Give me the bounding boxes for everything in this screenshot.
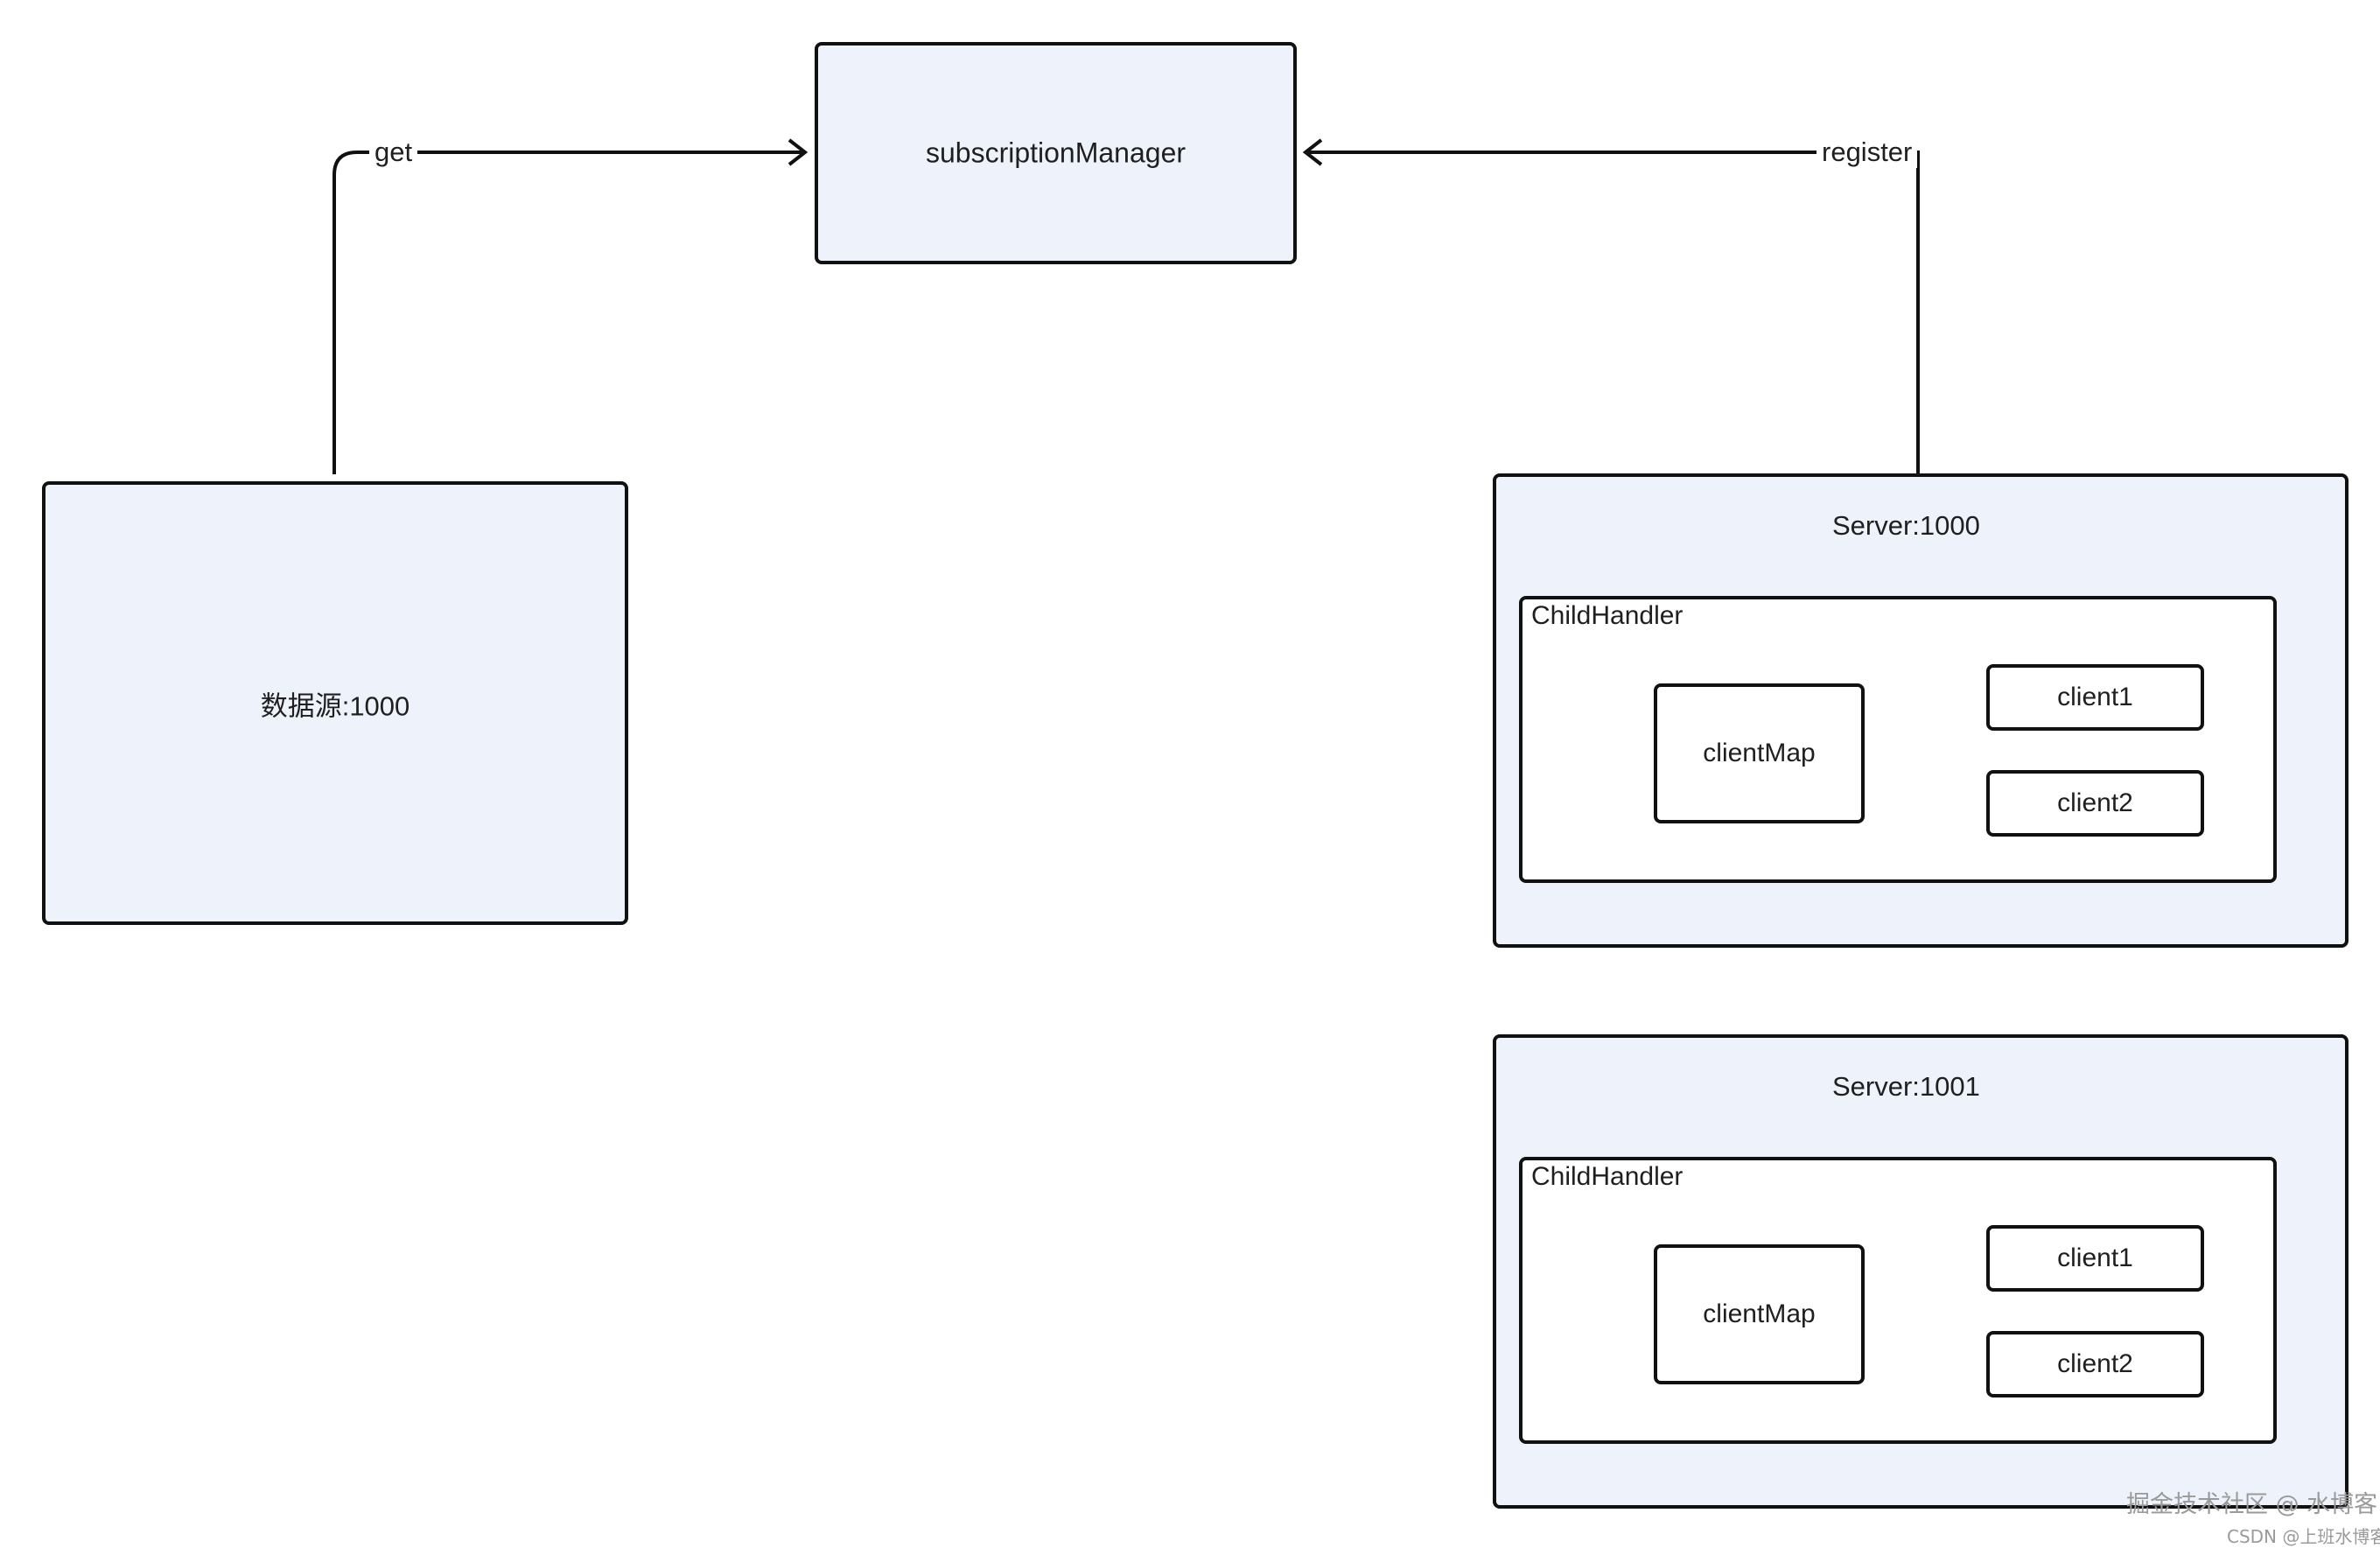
child-handler-label-b: ChildHandler <box>1531 1162 1684 1191</box>
client-map-label-b: clientMap <box>1703 1299 1816 1328</box>
register-edge-label: register <box>1816 137 1918 168</box>
datasource-node[interactable]: 数据源:1000 <box>42 481 628 925</box>
client1-node-a[interactable]: client1 <box>1986 664 2204 731</box>
get-edge-label: get <box>369 137 418 168</box>
client-map-label-a: clientMap <box>1703 739 1816 767</box>
client1-label-a: client1 <box>2057 683 2133 711</box>
client2-node-a[interactable]: client2 <box>1986 770 2204 837</box>
client2-node-b[interactable]: client2 <box>1986 1331 2204 1397</box>
client2-label-a: client2 <box>2057 788 2133 817</box>
server-1000-title: Server:1000 <box>1832 510 1980 541</box>
subscription-manager-label: subscriptionManager <box>925 137 1186 169</box>
get-arrowhead <box>788 138 808 166</box>
client2-label-b: client2 <box>2057 1349 2133 1378</box>
child-handler-box-b[interactable]: ChildHandler clientMap client1 client2 <box>1519 1157 2277 1444</box>
client-map-node-b[interactable]: clientMap <box>1654 1244 1865 1384</box>
register-connector <box>1307 151 1920 474</box>
get-connector <box>332 151 803 474</box>
subscription-manager-node[interactable]: subscriptionManager <box>815 42 1297 264</box>
child-handler-box-a[interactable]: ChildHandler clientMap client1 client2 <box>1519 596 2277 883</box>
datasource-label: 数据源:1000 <box>260 690 410 721</box>
register-arrowhead <box>1302 138 1323 166</box>
client1-label-b: client1 <box>2057 1243 2133 1272</box>
client-map-node-a[interactable]: clientMap <box>1654 683 1865 823</box>
child-handler-label-a: ChildHandler <box>1531 601 1684 630</box>
watermark-csdn: CSDN @上班水博客 <box>2227 1526 2380 1547</box>
server-1001-title: Server:1001 <box>1832 1071 1980 1102</box>
server-1000-node[interactable]: Server:1000 ChildHandler clientMap clien… <box>1493 473 2348 948</box>
watermark-juejin: 掘金技术社区 @ 水博客 <box>2126 1491 2378 1518</box>
server-1001-node[interactable]: Server:1001 ChildHandler clientMap clien… <box>1493 1034 2348 1509</box>
client1-node-b[interactable]: client1 <box>1986 1225 2204 1292</box>
